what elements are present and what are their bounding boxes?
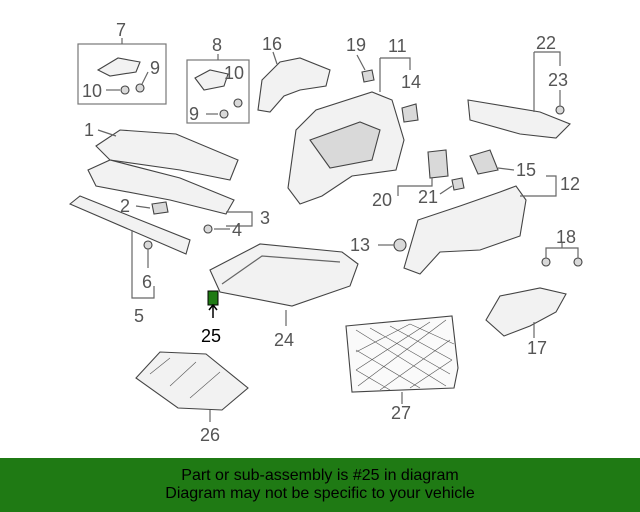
part-15[interactable] [469, 149, 515, 175]
part-1[interactable] [95, 129, 239, 181]
callout-25: 25 [201, 326, 221, 346]
callout-18: 18 [556, 227, 576, 247]
callout-14: 14 [401, 72, 421, 92]
callout-26: 26 [200, 425, 220, 445]
callout-20: 20 [372, 190, 392, 210]
banner-line-2: Diagram may not be specific to your vehi… [165, 485, 475, 502]
part-2[interactable] [135, 201, 169, 215]
part-19[interactable] [356, 54, 375, 83]
callout-1: 1 [84, 120, 94, 140]
callout-9b: 9 [189, 104, 199, 124]
part-group-7[interactable] [77, 38, 167, 105]
callout-2: 2 [120, 196, 130, 216]
part-4[interactable] [203, 224, 230, 234]
callout-12: 12 [560, 174, 580, 194]
part-3[interactable] [87, 159, 253, 227]
part-16[interactable] [257, 51, 331, 113]
part-11[interactable] [287, 57, 411, 205]
part-18[interactable] [541, 242, 583, 267]
banner-line-1: Part or sub-assembly is #25 in diagram [181, 467, 459, 484]
callout-17: 17 [527, 338, 547, 358]
part-21[interactable] [439, 177, 465, 195]
part-23[interactable] [555, 90, 565, 115]
callout-3: 3 [260, 208, 270, 228]
info-banner: Part or sub-assembly is #25 in diagram D… [0, 458, 640, 512]
callout-27: 27 [391, 403, 411, 423]
callout-16: 16 [262, 34, 282, 54]
callout-21: 21 [418, 187, 438, 207]
part-26[interactable] [135, 351, 249, 422]
part-25[interactable] [207, 290, 219, 318]
part-24[interactable] [209, 243, 359, 326]
part-6[interactable] [143, 240, 153, 268]
callout-7: 7 [116, 20, 126, 40]
callout-10b: 10 [224, 63, 244, 83]
part-13[interactable] [378, 238, 407, 252]
callout-13: 13 [350, 235, 370, 255]
callout-11: 11 [388, 36, 407, 56]
part-22[interactable] [467, 51, 571, 139]
callout-23: 23 [548, 70, 568, 90]
callout-24: 24 [274, 330, 294, 350]
part-14[interactable] [401, 103, 419, 123]
callout-6: 6 [142, 272, 152, 292]
part-group-8[interactable] [186, 54, 250, 124]
part-17[interactable] [485, 287, 567, 338]
callout-5: 5 [134, 306, 144, 326]
callout-22: 22 [536, 33, 556, 53]
callout-19: 19 [346, 35, 366, 55]
callout-15: 15 [516, 160, 536, 180]
part-5[interactable] [68, 195, 191, 299]
callout-8: 8 [212, 35, 222, 55]
callout-9a: 9 [150, 58, 160, 78]
part-20[interactable] [397, 149, 449, 196]
part-27[interactable] [345, 315, 459, 404]
part-12[interactable] [403, 175, 557, 275]
callout-4: 4 [232, 220, 242, 240]
parts-diagram: 7 9 10 8 10 9 16 19 11 14 22 [68, 20, 583, 445]
callout-10a: 10 [82, 81, 102, 101]
